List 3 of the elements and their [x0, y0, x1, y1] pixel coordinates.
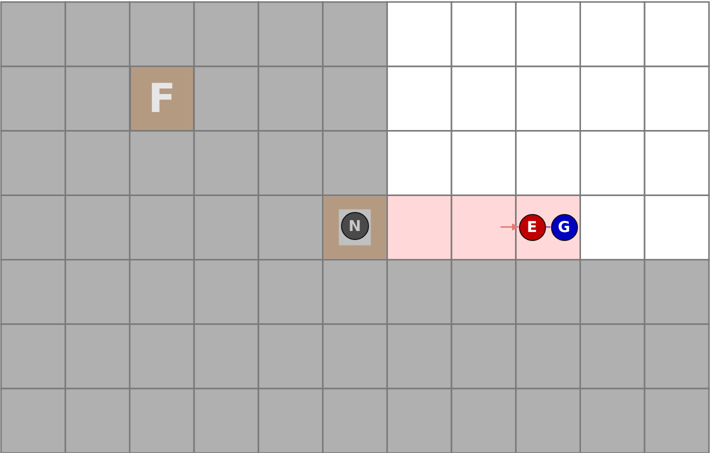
connector-line [546, 226, 550, 228]
arrow [500, 223, 520, 231]
letter-tile: F [130, 66, 194, 131]
